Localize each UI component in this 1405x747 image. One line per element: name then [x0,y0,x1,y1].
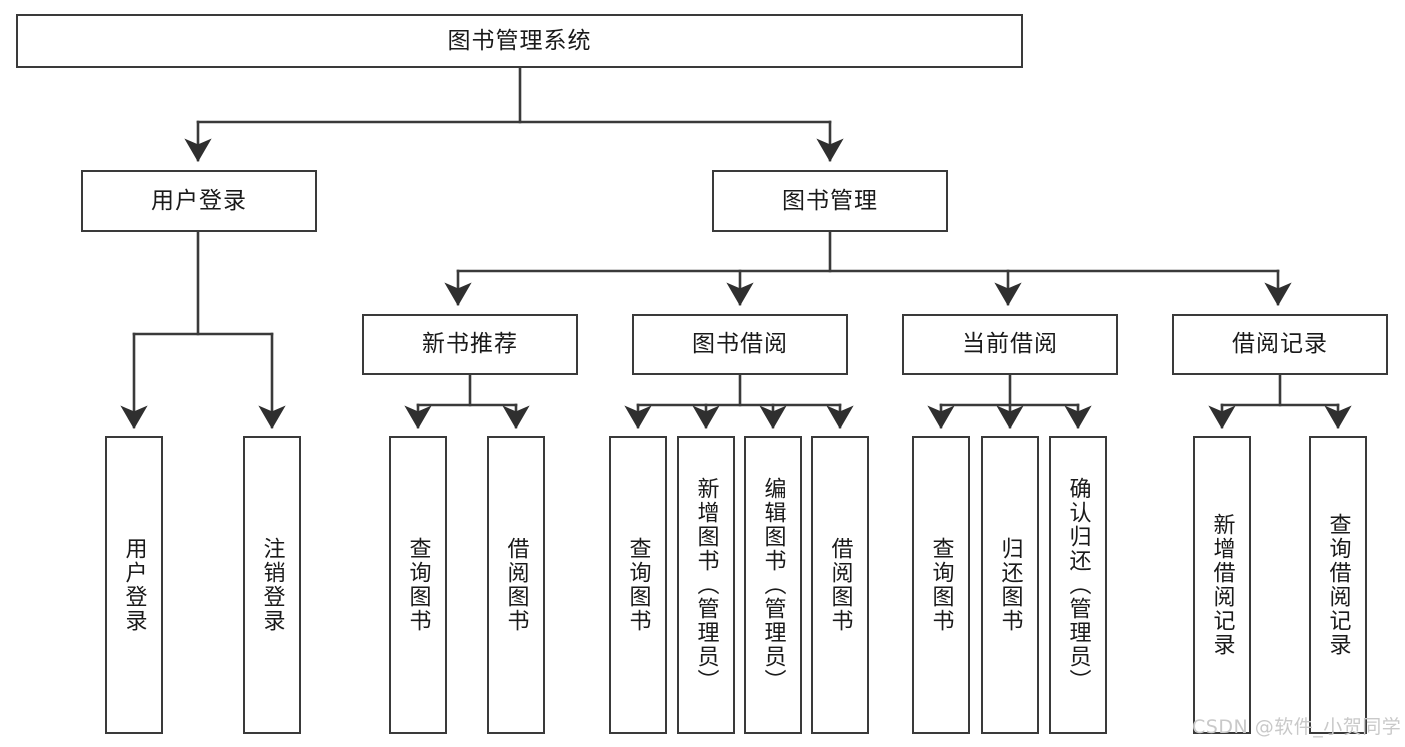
node-new-book-recommend[interactable]: 新书推荐 [362,314,578,375]
csdn-watermark: CSDN @软件_小贺同学 [1192,716,1402,738]
node-leaf-query-book-2-label: 查询图书 [625,537,651,633]
node-leaf-query-record-label: 查询借阅记录 [1325,513,1351,657]
node-borrow-record-label: 借阅记录 [1232,331,1328,358]
node-book-borrow[interactable]: 图书借阅 [632,314,848,375]
node-book-management-label: 图书管理 [782,187,878,214]
node-leaf-borrow-book-1-label: 借阅图书 [503,537,529,633]
node-leaf-query-book-3-label: 查询图书 [928,537,954,633]
node-leaf-confirm-return[interactable]: 确认归还（管理员） [1049,436,1107,734]
node-leaf-confirm-return-label: 确认归还（管理员） [1065,477,1091,693]
node-leaf-return-book-label: 归还图书 [997,537,1023,633]
node-user-login[interactable]: 用户登录 [81,170,317,232]
node-leaf-user-login[interactable]: 用户登录 [105,436,163,734]
node-leaf-edit-book[interactable]: 编辑图书（管理员） [744,436,802,734]
node-leaf-query-book-3[interactable]: 查询图书 [912,436,970,734]
node-leaf-logout-label: 注销登录 [259,537,285,633]
node-leaf-edit-book-label: 编辑图书（管理员） [760,477,786,693]
node-current-borrow-label: 当前借阅 [962,331,1058,358]
node-user-login-label: 用户登录 [151,187,247,214]
node-leaf-borrow-book-2-label: 借阅图书 [827,537,853,633]
node-root[interactable]: 图书管理系统 [16,14,1023,68]
node-leaf-add-book-label: 新增图书（管理员） [693,477,719,693]
node-leaf-return-book[interactable]: 归还图书 [981,436,1039,734]
node-book-borrow-label: 图书借阅 [692,331,788,358]
node-leaf-add-record-label: 新增借阅记录 [1209,513,1235,657]
node-book-management[interactable]: 图书管理 [712,170,948,232]
node-leaf-logout[interactable]: 注销登录 [243,436,301,734]
node-leaf-borrow-book-2[interactable]: 借阅图书 [811,436,869,734]
node-leaf-query-record[interactable]: 查询借阅记录 [1309,436,1367,734]
node-borrow-record[interactable]: 借阅记录 [1172,314,1388,375]
node-root-label: 图书管理系统 [447,27,592,54]
node-leaf-user-login-label: 用户登录 [121,537,147,633]
node-leaf-query-book-1-label: 查询图书 [405,537,431,633]
node-new-book-recommend-label: 新书推荐 [422,331,518,358]
node-leaf-add-book[interactable]: 新增图书（管理员） [677,436,735,734]
node-leaf-add-record[interactable]: 新增借阅记录 [1193,436,1251,734]
node-leaf-borrow-book-1[interactable]: 借阅图书 [487,436,545,734]
node-current-borrow[interactable]: 当前借阅 [902,314,1118,375]
node-leaf-query-book-1[interactable]: 查询图书 [389,436,447,734]
node-leaf-query-book-2[interactable]: 查询图书 [609,436,667,734]
